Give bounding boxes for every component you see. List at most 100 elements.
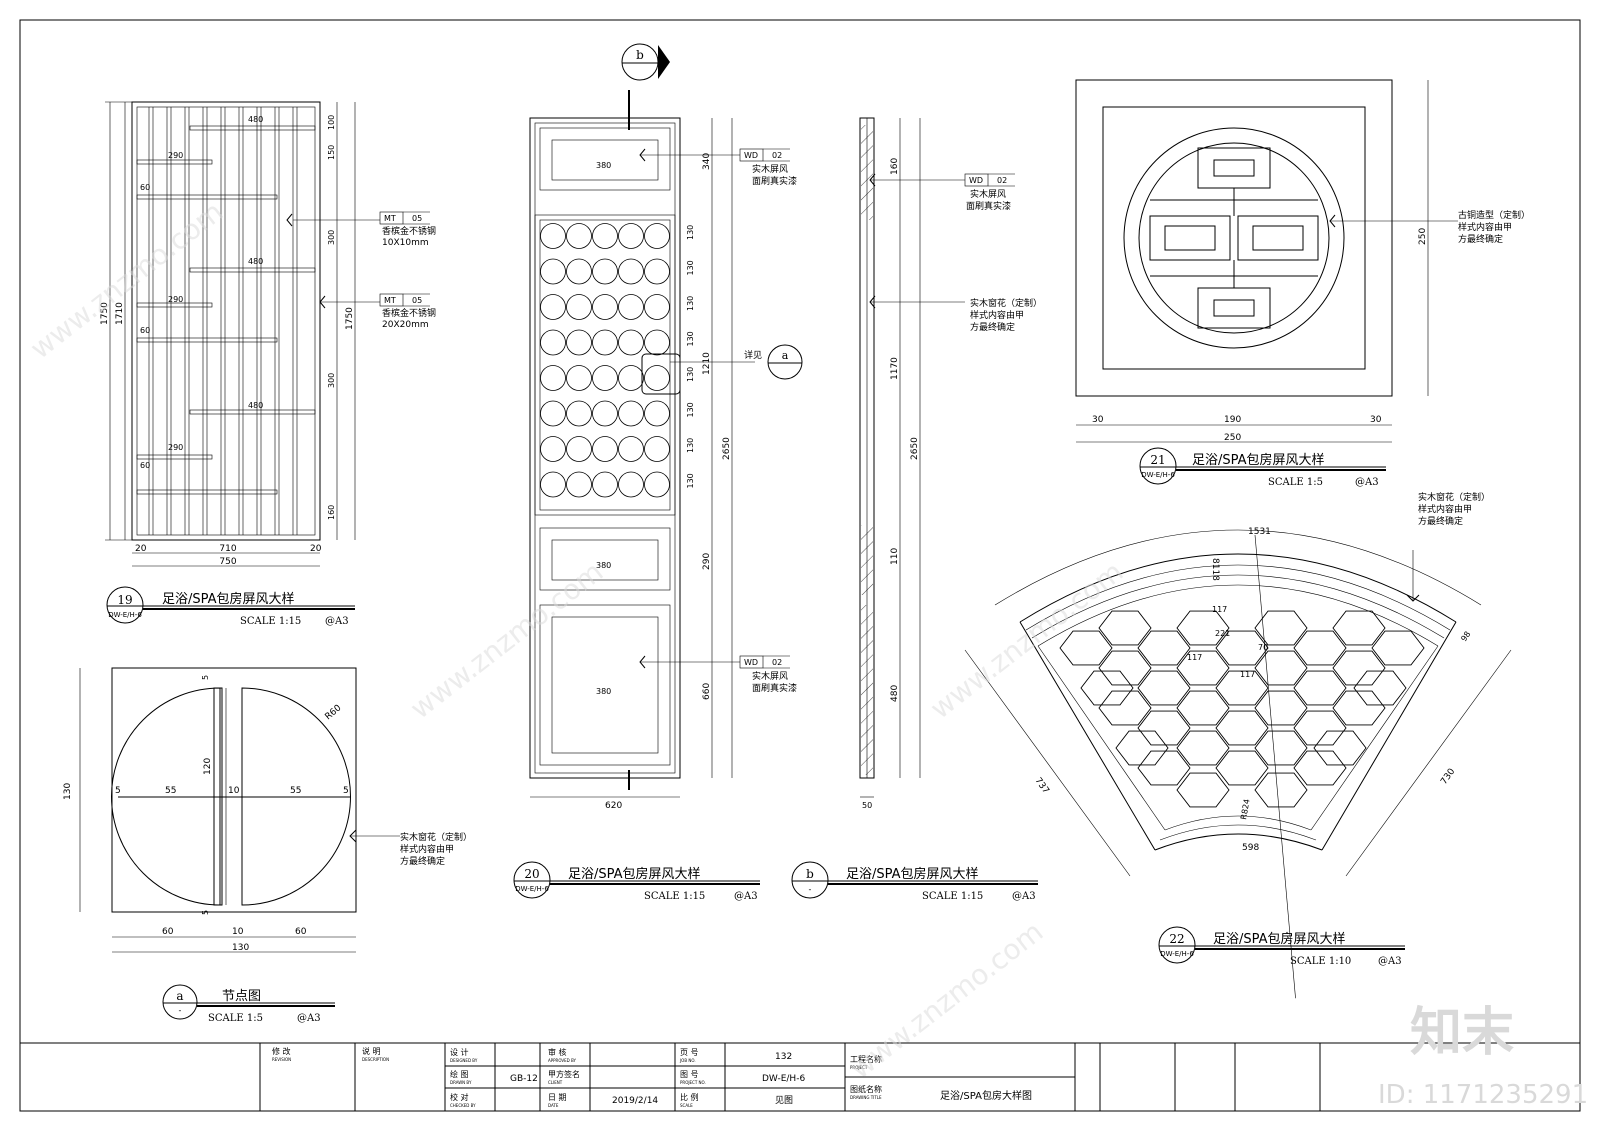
d20-note-wood-b: 实木屏风 bbox=[752, 670, 788, 682]
lattice-circle bbox=[566, 258, 592, 285]
d20-paper: @A3 bbox=[734, 891, 758, 902]
lattice-circle bbox=[540, 400, 566, 427]
d21-note-3: 方最终确定 bbox=[1458, 233, 1503, 245]
d19-dim-150: 150 bbox=[327, 145, 336, 160]
d19-dim-60a: 60 bbox=[140, 183, 150, 192]
d19-dim-290a: 290 bbox=[168, 151, 183, 160]
lattice-hexagon bbox=[1080, 670, 1134, 706]
lattice-circle bbox=[644, 329, 670, 356]
da-dim-5a: 5 bbox=[115, 786, 121, 796]
tb-drawing-title: 图纸名称 bbox=[850, 1084, 882, 1094]
tb-drawn-en: DRAWN BY bbox=[450, 1080, 472, 1085]
d20-see-detail: 详见 bbox=[744, 349, 762, 361]
d22-paper: @A3 bbox=[1378, 956, 1402, 967]
lattice-hexagon bbox=[1254, 730, 1308, 766]
lattice-hexagon bbox=[1215, 710, 1269, 746]
lattice-hexagon bbox=[1176, 690, 1230, 726]
d19-dim-300: 300 bbox=[327, 230, 336, 245]
db-note-lattice-2: 样式内容由甲 bbox=[970, 309, 1024, 321]
d21-dim-250v: 250 bbox=[1418, 228, 1428, 245]
detail-21-plan: 30 190 30 250 250 古铜造型（定制） 样式内容由甲 方最终确定 bbox=[1075, 79, 1530, 443]
d20-dim-2650: 2650 bbox=[722, 437, 732, 460]
lattice-circle bbox=[618, 223, 644, 249]
detail-21-title: 21 DW-E/H-6 足浴/SPA包房屏风大样 SCALE 1:5 @A3 bbox=[1139, 447, 1386, 488]
d19-dim-20-left: 20 bbox=[135, 544, 147, 554]
lattice-hexagon bbox=[1293, 750, 1347, 786]
tb-drawing-no-value: DW-E/H-6 bbox=[762, 1074, 805, 1084]
tb-page-value: 132 bbox=[775, 1052, 792, 1062]
d19-dim-1710: 1710 bbox=[115, 302, 125, 325]
d19-tag-05-2: 05 bbox=[412, 296, 422, 305]
d19-note-size-a: 10X10mm bbox=[382, 238, 429, 248]
db-paper: @A3 bbox=[1012, 891, 1036, 902]
lattice-circle bbox=[592, 400, 618, 427]
lattice-hexagon bbox=[1137, 670, 1191, 706]
lattice-hexagon bbox=[1254, 650, 1308, 686]
d19-title: 足浴/SPA包房屏风大样 bbox=[162, 591, 295, 607]
da-note-1: 实木窗花（定制） bbox=[400, 831, 472, 843]
d20-dim-620: 620 bbox=[605, 801, 622, 811]
tb-designed: 设 计 bbox=[450, 1047, 469, 1057]
db-dim-480: 480 bbox=[890, 685, 900, 702]
d20-row-dim: 130 bbox=[686, 473, 695, 488]
tb-drawing-title-en: DRAWING TITLE bbox=[850, 1095, 882, 1100]
d19-paper: @A3 bbox=[325, 616, 349, 627]
d20-tag-wd: WD bbox=[744, 151, 758, 160]
d22-dim-1531: 1531 bbox=[1248, 527, 1271, 537]
d19-dim-60c: 60 bbox=[140, 461, 150, 470]
d20-tag-wd-2: WD bbox=[744, 658, 758, 667]
tb-project-en: PROJECT bbox=[850, 1065, 868, 1070]
lattice-circle bbox=[566, 436, 592, 462]
lattice-hexagon bbox=[1215, 670, 1269, 706]
lattice-hexagon bbox=[1176, 772, 1230, 808]
lattice-circle bbox=[592, 258, 618, 285]
da-dim-5c: 5 bbox=[201, 675, 210, 680]
d19-note-steel-a: 香槟金不锈钢 bbox=[382, 225, 436, 237]
d20-scale: SCALE 1:15 bbox=[644, 891, 705, 902]
lattice-circle bbox=[618, 294, 644, 320]
lattice-circle bbox=[618, 400, 644, 427]
tb-date-value: 2019/2/14 bbox=[612, 1096, 658, 1106]
d20-dim-1210: 1210 bbox=[702, 352, 712, 375]
detail-a-title: a - 节点图 SCALE 1:5 @A3 bbox=[162, 984, 335, 1024]
tb-description-en: DESCRIPTION bbox=[362, 1057, 389, 1062]
lattice-hexagon bbox=[1098, 650, 1152, 686]
d20-dim-290: 290 bbox=[702, 553, 712, 570]
d19-dim-300b: 300 bbox=[327, 373, 336, 388]
title-block: 修 改 REVISION 说 明 DESCRIPTION 设 计 DESIGNE… bbox=[20, 1042, 1580, 1111]
d22-note-1: 实木窗花（定制） bbox=[1418, 491, 1490, 503]
d19-tag-05: 05 bbox=[412, 214, 422, 223]
d20-row-dim: 130 bbox=[686, 438, 695, 453]
da-dim-130v: 130 bbox=[63, 783, 73, 800]
d20-note-wood-a: 实木屏风 bbox=[752, 163, 788, 175]
watermark: 知末 ID: 1171235291 www.znzmo.com www.znzm… bbox=[24, 195, 1588, 1110]
tb-date-en: DATE bbox=[548, 1103, 559, 1108]
d21-dim-30b: 30 bbox=[1370, 415, 1382, 425]
d22-dim-730: 730 bbox=[1439, 767, 1457, 787]
d20-row-dim: 130 bbox=[686, 367, 695, 382]
da-dim-60b: 60 bbox=[295, 927, 307, 937]
lattice-circle bbox=[644, 365, 670, 391]
da-dim-130h: 130 bbox=[232, 943, 249, 953]
d19-dim-480a: 480 bbox=[248, 115, 263, 124]
d22-note-2: 样式内容由甲 bbox=[1418, 503, 1472, 515]
lattice-hexagon bbox=[1098, 610, 1152, 646]
lattice-hexagon bbox=[1176, 650, 1230, 686]
da-dim-r60: R60 bbox=[324, 703, 344, 722]
lattice-circle bbox=[540, 294, 566, 320]
tb-drawing-no-en: PROJECT NO. bbox=[680, 1080, 706, 1085]
d22-scale: SCALE 1:10 bbox=[1290, 956, 1351, 967]
d22-dim-98: 98 bbox=[1459, 630, 1472, 644]
db-ref: - bbox=[809, 885, 812, 894]
da-dim-60a: 60 bbox=[162, 927, 174, 937]
da-dim-55b: 55 bbox=[290, 786, 301, 796]
d19-note-size-b: 20X20mm bbox=[382, 320, 429, 330]
da-dim-10: 10 bbox=[228, 786, 240, 796]
db-dim-110: 110 bbox=[890, 548, 900, 565]
d20-dim-660: 660 bbox=[702, 683, 712, 700]
d21-dim-190: 190 bbox=[1224, 415, 1241, 425]
lattice-hexagon bbox=[1254, 610, 1308, 646]
d19-tag-mt: MT bbox=[384, 214, 396, 223]
tb-client: 甲方签名 bbox=[548, 1069, 580, 1079]
da-num: a bbox=[176, 989, 183, 1003]
